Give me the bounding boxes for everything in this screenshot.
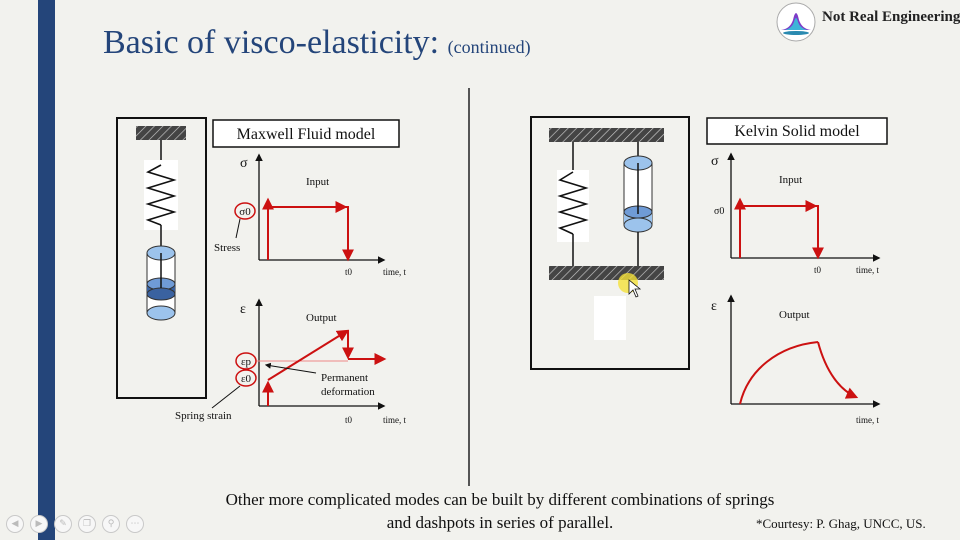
maxwell-sigma-axis: σ <box>240 156 248 171</box>
maxwell-sigma0: σ0 <box>239 206 251 218</box>
copy-icon[interactable]: ❐ <box>78 515 96 533</box>
slide-title: Basic of visco-elasticity: (continued) <box>103 24 531 62</box>
title-subtitle: (continued) <box>447 37 531 57</box>
caption-line-1: Other more complicated modes can be buil… <box>225 490 775 509</box>
maxwell-output-graph: ε Output εp ε0 Permanent deformation Spr… <box>175 298 406 425</box>
maxwell-eps-0: ε0 <box>241 373 252 385</box>
maxwell-label-box <box>212 119 400 148</box>
kelvin-epsilon-axis: ε <box>711 299 717 314</box>
maxwell-permanent-2: deformation <box>321 386 375 398</box>
kelvin-model-diagram <box>530 116 690 370</box>
center-divider <box>468 88 470 486</box>
zoom-icon[interactable]: ⚲ <box>102 515 120 533</box>
kelvin-bottom-wall <box>549 266 664 280</box>
kelvin-top-wall <box>549 128 664 142</box>
logo-icon <box>776 2 816 42</box>
kelvin-time-input: time, t <box>856 265 879 275</box>
maxwell-input-graph: σ Input σ0 Stress t0 time, t <box>214 153 406 277</box>
maxwell-time-input: time, t <box>383 267 406 277</box>
maxwell-dashpot <box>146 245 176 321</box>
maxwell-spring <box>145 164 177 226</box>
maxwell-t0-input: t0 <box>345 267 353 277</box>
kelvin-white-block <box>594 296 626 340</box>
kelvin-label-box <box>706 117 888 145</box>
maxwell-output-label: Output <box>306 312 337 324</box>
kelvin-sigma-axis: σ <box>711 154 719 169</box>
maxwell-time-output: time, t <box>383 415 406 425</box>
maxwell-stress-label: Stress <box>214 242 240 254</box>
maxwell-model-diagram <box>116 117 207 399</box>
kelvin-input-graph: σ Input σ0 t0 time, t <box>711 152 881 275</box>
kelvin-input-label: Input <box>779 174 802 186</box>
maxwell-epsilon-axis: ε <box>240 302 246 317</box>
maxwell-wall <box>136 126 186 140</box>
kelvin-dashpot <box>623 142 653 266</box>
maxwell-t0-output: t0 <box>345 415 353 425</box>
caption-line-2: and dashpots in series of parallel. <box>386 513 614 532</box>
kelvin-output-label: Output <box>779 309 810 321</box>
pen-icon[interactable]: ✎ <box>54 515 72 533</box>
maxwell-frame <box>116 117 207 399</box>
kelvin-output-graph: ε Output time, t <box>711 294 881 425</box>
maxwell-input-label: Input <box>306 176 329 188</box>
left-accent-bar <box>38 0 55 540</box>
play-icon[interactable]: ▶ <box>30 515 48 533</box>
kelvin-label: Kelvin Solid model <box>734 123 860 140</box>
more-icon[interactable]: ⋯ <box>126 515 144 533</box>
maxwell-permanent-1: Permanent <box>321 372 368 384</box>
kelvin-time-output: time, t <box>856 415 879 425</box>
title-main: Basic of visco-elasticity: <box>103 24 440 61</box>
kelvin-t0: t0 <box>814 265 822 275</box>
kelvin-sigma0: σ0 <box>714 206 724 217</box>
kelvin-frame <box>530 116 690 370</box>
slideshow-controls: ◀ ▶ ✎ ❐ ⚲ ⋯ <box>6 515 144 533</box>
maxwell-eps-p: εp <box>241 356 252 368</box>
courtesy-note: *Courtesy: P. Ghag, UNCC, US. <box>756 516 926 531</box>
brand-name: Not Real Engineering <box>822 9 960 25</box>
prev-icon[interactable]: ◀ <box>6 515 24 533</box>
maxwell-label: Maxwell Fluid model <box>237 126 376 143</box>
slide-caption: Other more complicated modes can be buil… <box>150 488 850 534</box>
kelvin-spring <box>557 171 589 235</box>
cursor-icon <box>628 279 642 298</box>
maxwell-spring-strain: Spring strain <box>175 410 232 422</box>
